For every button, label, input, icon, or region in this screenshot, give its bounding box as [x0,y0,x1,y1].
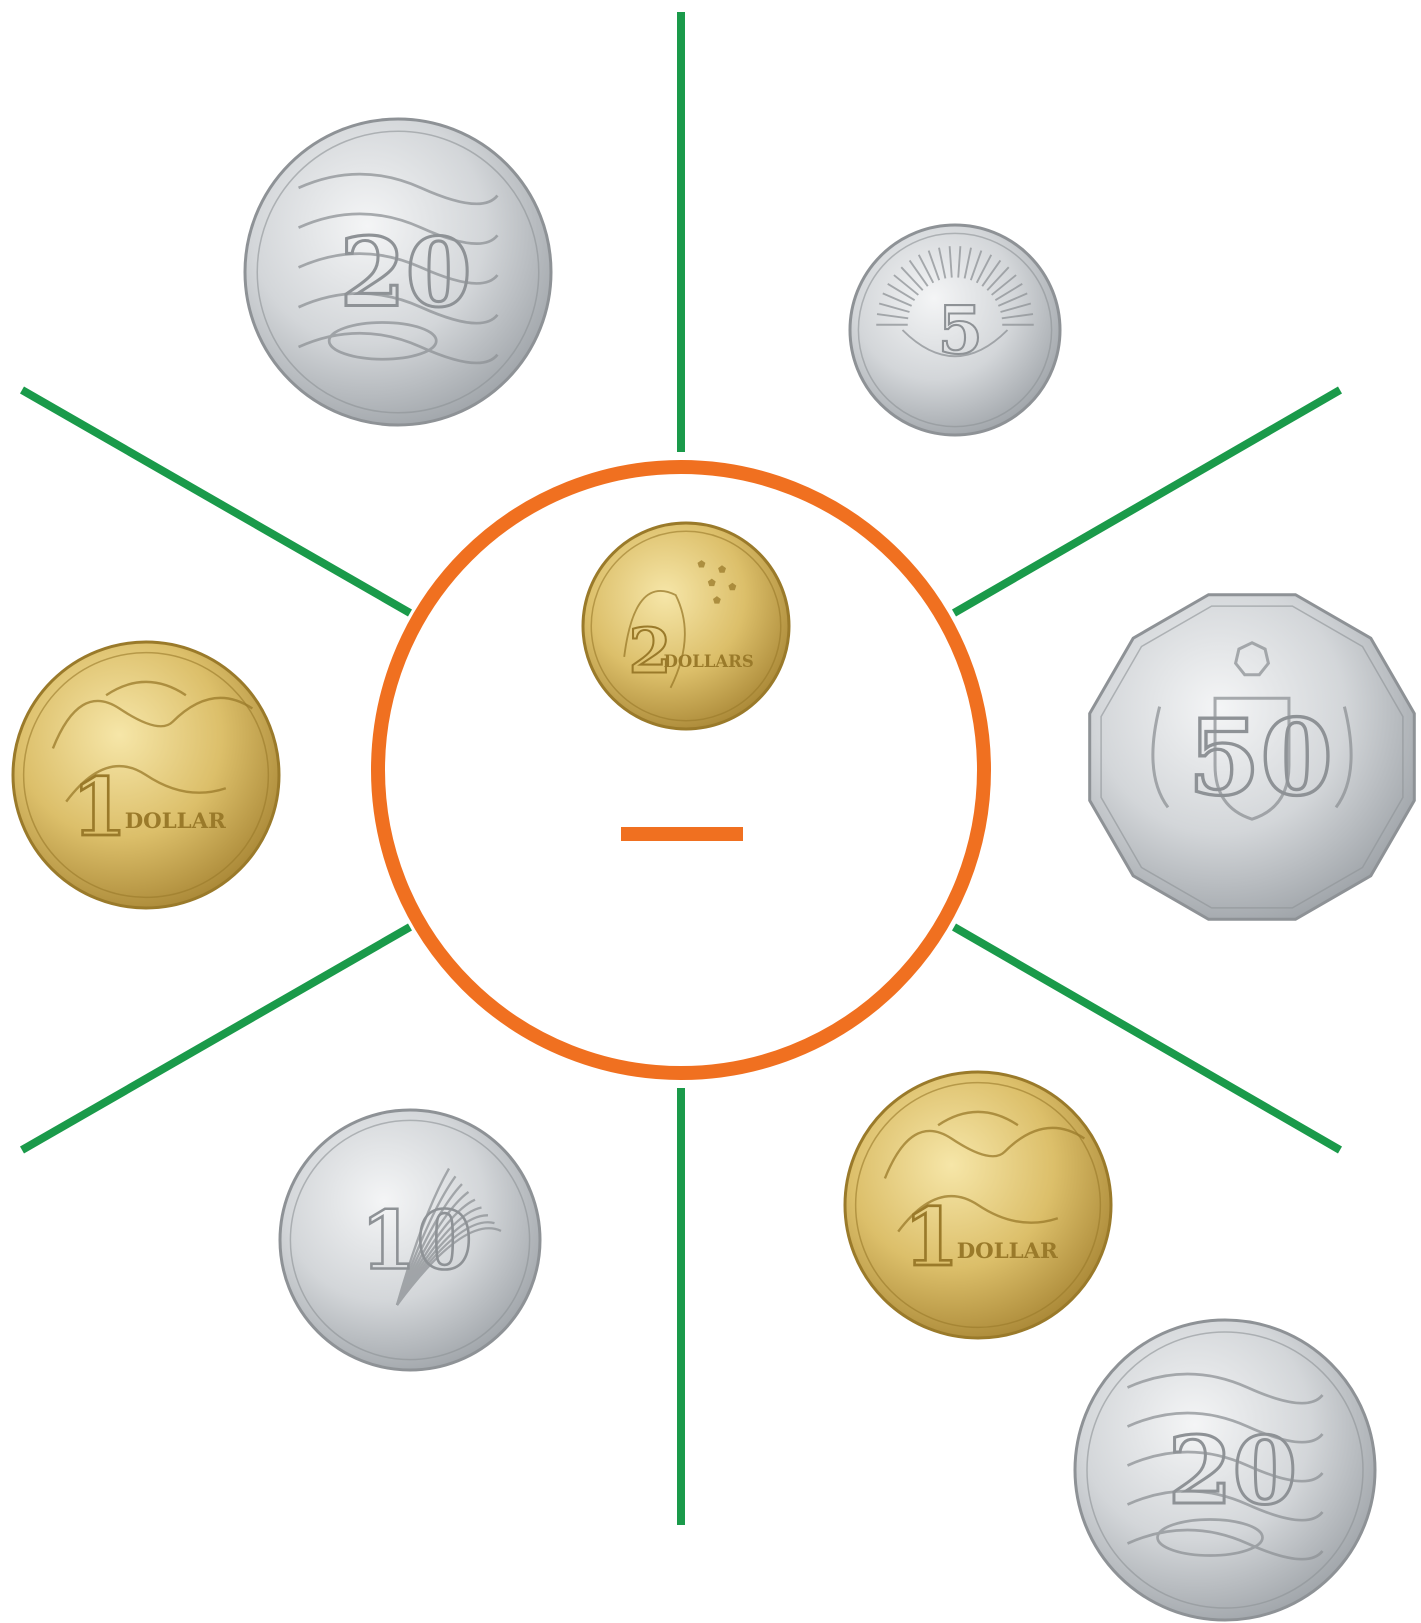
spoke-lower-left [22,927,410,1150]
coin-denomination: 1 [72,760,128,854]
coin-body [583,523,789,729]
minus-sign [621,827,743,841]
coin-10c[interactable]: 10 [280,1110,540,1370]
coin-denomination: 2 [628,614,671,687]
coin-denomination-word: DOLLARS [664,652,754,671]
coin-20c-bottom-right[interactable]: 20 [1075,1320,1375,1620]
coin-denomination: 50 [1188,696,1333,819]
coin-50c[interactable]: 50 [1090,595,1415,920]
coin-denomination: 20 [1168,1416,1297,1525]
coin-denomination-word: DOLLAR [125,809,226,834]
spoke-upper-right [954,390,1340,613]
coin-denomination: 10 [360,1194,472,1289]
coin-denomination-word: DOLLAR [957,1239,1058,1264]
spoke-upper-left [22,390,410,613]
coin-denomination: 1 [904,1190,960,1284]
coin-5c[interactable]: 5 [850,225,1060,435]
coin-denomination: 5 [938,293,983,369]
coin-denomination: 20 [340,218,472,329]
coin-20c-top-left[interactable]: 20 [245,119,551,425]
